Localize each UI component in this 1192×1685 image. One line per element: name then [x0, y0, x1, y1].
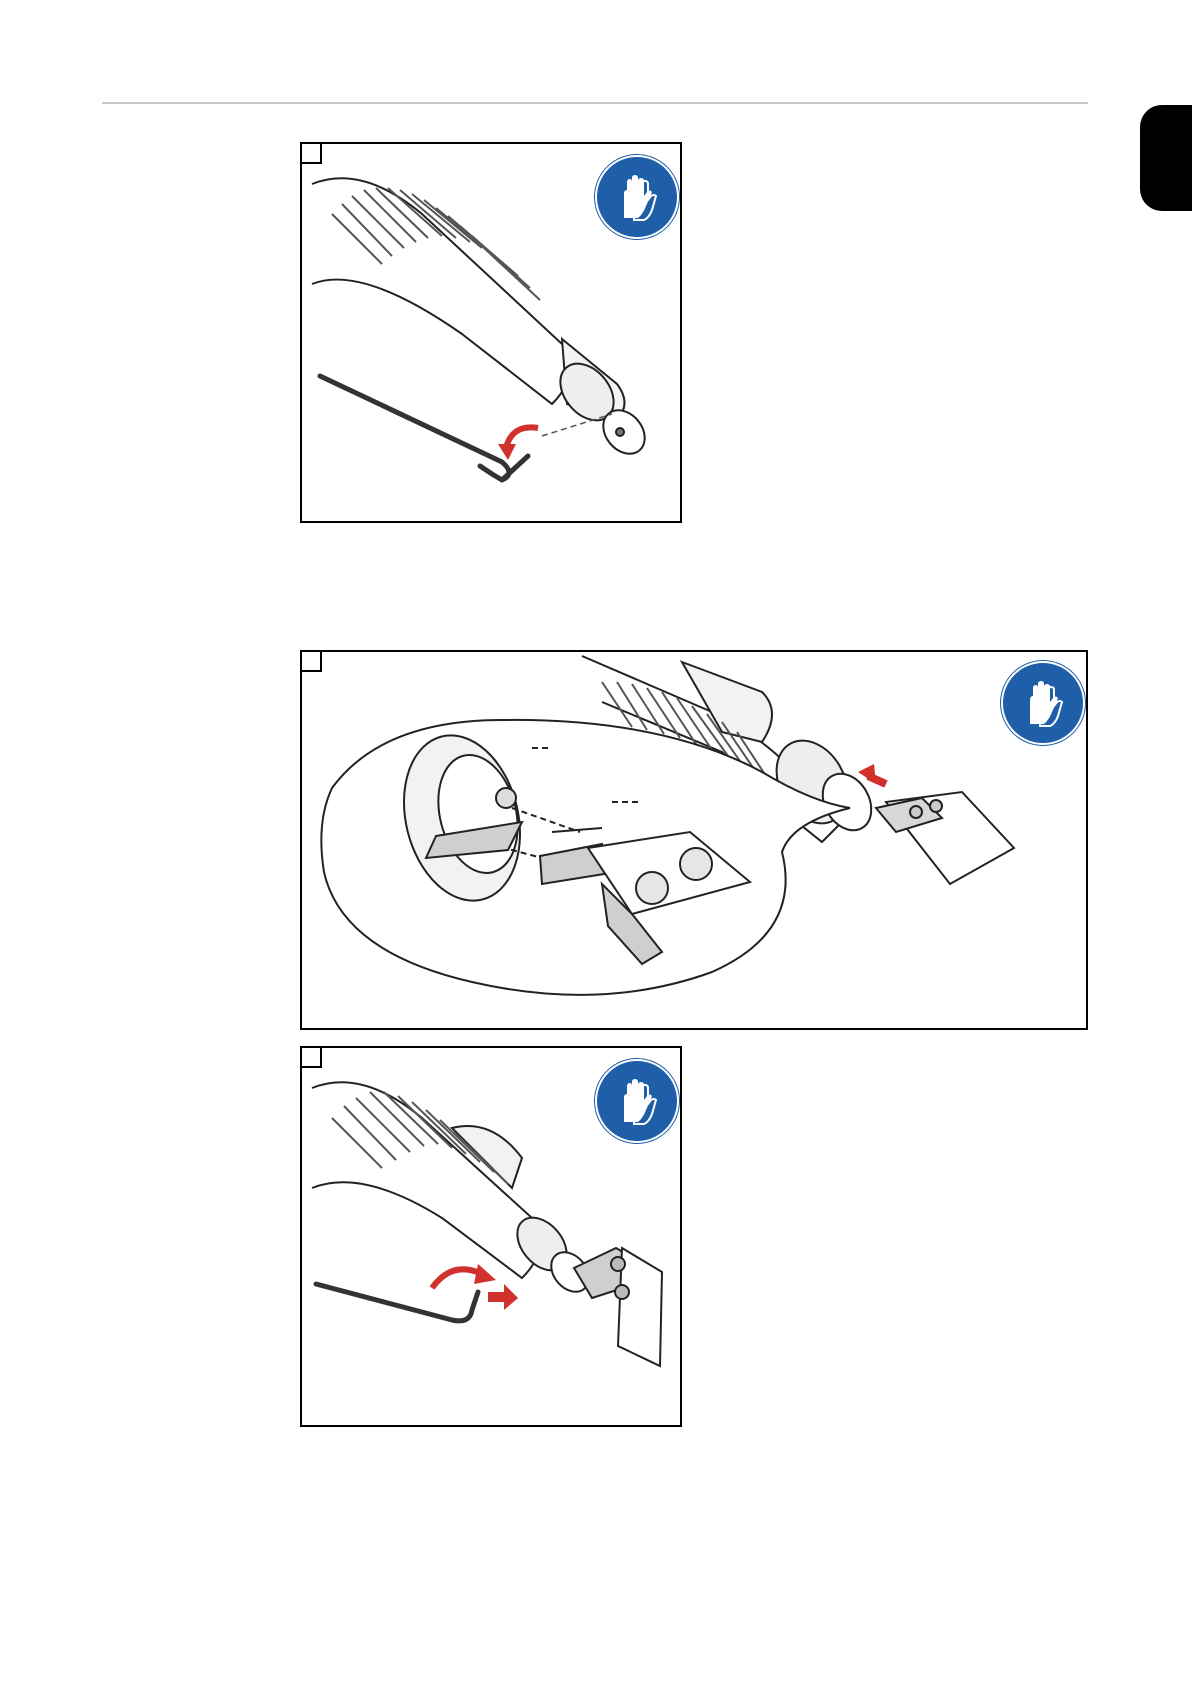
step-number-box [302, 144, 322, 164]
chapter-side-tab [1140, 105, 1192, 211]
header-rule [102, 102, 1088, 104]
blade-insertion-detail-illustration [302, 652, 1086, 1028]
step-number-box [302, 652, 322, 672]
step-number-box [302, 1048, 322, 1068]
protective-gloves-icon [594, 154, 680, 240]
figure-step-loosen-screw [300, 142, 682, 523]
protective-gloves-icon [594, 1058, 680, 1144]
figure-step-tighten-screw [300, 1046, 682, 1427]
figure-step-insert-blade [300, 650, 1088, 1030]
protective-gloves-icon [1000, 660, 1086, 746]
